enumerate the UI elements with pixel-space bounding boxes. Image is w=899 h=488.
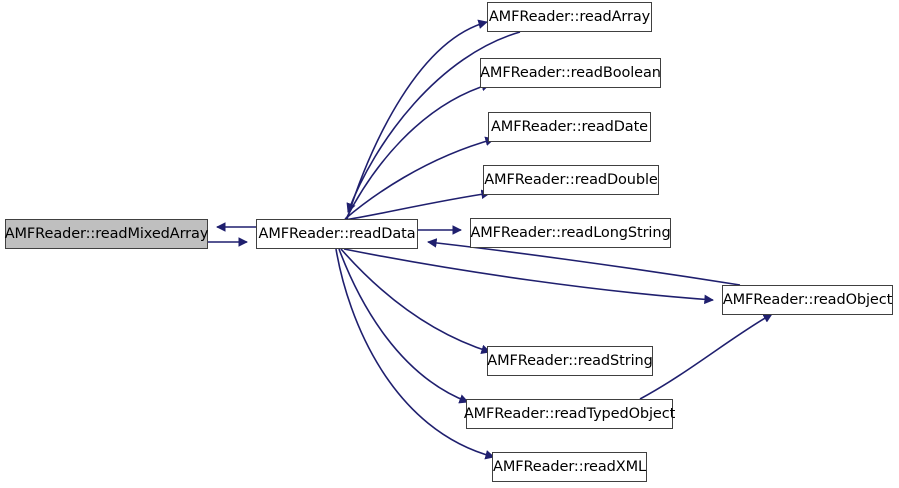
edge-readData-to-readDate [344, 136, 495, 220]
node-label-readDouble: AMFReader::readDouble [484, 172, 658, 188]
node-readDouble[interactable]: AMFReader::readDouble [483, 165, 659, 195]
edge-readData-to-readBoolean [345, 81, 491, 220]
edge-readArray-to-readData [346, 31, 521, 213]
edge-readData-to-readObject [343, 248, 714, 305]
node-label-readData: AMFReader::readData [258, 226, 416, 242]
node-readLongString[interactable]: AMFReader::readLongString [470, 218, 671, 248]
edge-readData-to-readDouble [343, 189, 491, 221]
node-readXML[interactable]: AMFReader::readXML [492, 452, 647, 482]
node-readString[interactable]: AMFReader::readString [487, 346, 653, 376]
node-readTypedObject[interactable]: AMFReader::readTypedObject [463, 399, 676, 429]
node-label-readTypedObject: AMFReader::readTypedObject [463, 406, 676, 422]
node-readObject[interactable]: AMFReader::readObject [722, 285, 893, 315]
node-label-readArray: AMFReader::readArray [488, 9, 651, 25]
node-readArray[interactable]: AMFReader::readArray [487, 2, 652, 32]
node-readData[interactable]: AMFReader::readData [256, 219, 418, 249]
node-label-readXML: AMFReader::readXML [493, 459, 646, 475]
node-label-readLongString: AMFReader::readLongString [470, 225, 671, 241]
edge-readData-to-readArray [346, 19, 488, 220]
node-label-readBoolean: AMFReader::readBoolean [480, 65, 661, 81]
node-label-readMixedArray: AMFReader::readMixedArray [4, 226, 209, 242]
node-label-readDate: AMFReader::readDate [490, 119, 648, 135]
edge-readData-to-readXML [335, 248, 495, 460]
node-label-readString: AMFReader::readString [487, 353, 653, 369]
node-readMixedArray[interactable]: AMFReader::readMixedArray [5, 219, 208, 249]
edge-readTypedObject-to-readObject [639, 313, 773, 400]
edge-readData-to-readTypedObject [338, 248, 469, 404]
edge-readData-to-readString [340, 248, 491, 354]
edge-readObject-to-readData [427, 238, 741, 286]
node-label-readObject: AMFReader::readObject [722, 292, 893, 308]
node-readBoolean[interactable]: AMFReader::readBoolean [480, 58, 661, 88]
node-readDate[interactable]: AMFReader::readDate [488, 112, 651, 142]
